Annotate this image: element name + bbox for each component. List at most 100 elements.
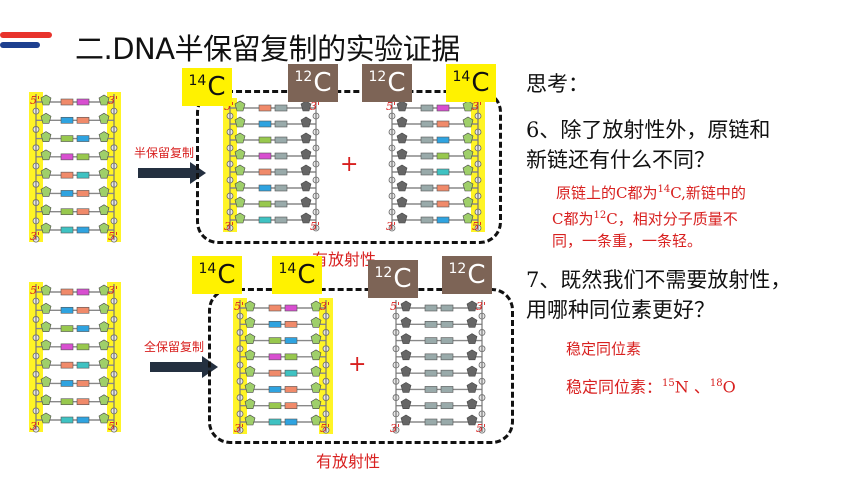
sugar [400,382,412,393]
base [420,136,434,144]
sugar [40,321,52,332]
sugar [400,414,412,426]
semi-conservative-result-box [196,90,502,244]
base [60,153,74,161]
answer-7-a: 稳定同位素 [566,340,642,358]
sugar [244,414,256,426]
sugar [98,339,110,351]
strand-end-label: 3' [476,300,486,313]
sugar [98,376,110,387]
answer-6-line1: 原链上的C都为14C,新链中的 [556,184,746,202]
base [76,325,90,332]
base [268,386,282,393]
sugar [98,357,110,369]
base [76,208,90,216]
sugar [40,204,52,216]
base [76,190,90,197]
base [258,184,272,192]
sugar [234,180,246,192]
plus-sign-bottom: + [348,352,367,377]
sugar [234,132,246,144]
sugar [400,398,412,410]
sugar [98,204,110,216]
sugar [400,349,412,361]
base [60,171,74,179]
sugar [40,112,52,124]
sugar [310,365,322,377]
strand-end-label: 3' [30,420,40,433]
base [258,152,272,160]
sugar [310,398,322,410]
arrow-bottom [150,356,218,378]
sugar [234,164,246,176]
base [284,353,298,361]
sugar [98,167,110,179]
sugar [400,365,412,377]
sugar [244,316,256,328]
parent-dna-top: 5'3'3'5' [29,92,121,243]
strand-end-label: 5' [234,300,244,313]
strand-end-label: 5' [320,422,330,435]
base [60,398,74,406]
base [284,304,298,312]
base [60,416,74,424]
base [268,304,282,312]
sugar [98,149,110,161]
sugar [234,116,246,128]
arrow-label-conservative: 全保留复制 [144,340,205,354]
base [268,337,282,344]
strand-end-label: 3' [310,100,320,113]
sugar [462,116,474,128]
base [440,402,454,410]
sugar [300,148,312,160]
sugar [396,132,408,144]
base [424,369,438,377]
sugar [396,212,408,224]
base [76,343,90,351]
base [76,171,90,179]
sugar [400,300,412,312]
strand-end-label: 5' [108,420,118,433]
answer-6-line2: C都为12C，相对分子质量不 [552,210,738,228]
base [420,216,434,224]
base [76,116,90,124]
sugar [234,212,246,224]
sugar [462,148,474,160]
base [60,116,74,124]
daughter-dna-top-right: 5'3'3'5' [386,98,485,233]
sugar [310,414,322,426]
conservative-result-box [208,288,514,444]
sugar [396,180,408,192]
sugar [98,302,110,314]
sugar [40,94,52,106]
sugar [40,131,52,142]
base [60,325,74,332]
question-6-line1: 6、除了放射性外，原链和 [526,118,771,142]
sugar [396,196,408,208]
sugar [40,167,52,179]
base [258,216,272,224]
base [424,320,438,328]
base [424,386,438,393]
base [268,402,282,410]
base [284,369,298,377]
sugar [300,196,312,208]
base [284,320,298,328]
base [436,200,450,208]
sugar [396,116,408,128]
sugar [40,339,52,351]
base [436,120,450,128]
sugar [244,349,256,361]
page-title: 二.DNA半保留复制的实验证据 [75,32,460,66]
strand-end-label: 5' [30,284,40,297]
sugar [300,132,312,144]
sugar [98,412,110,424]
base [440,386,454,393]
base [284,402,298,410]
base [424,418,438,426]
strand-end-label: 5' [224,100,234,113]
